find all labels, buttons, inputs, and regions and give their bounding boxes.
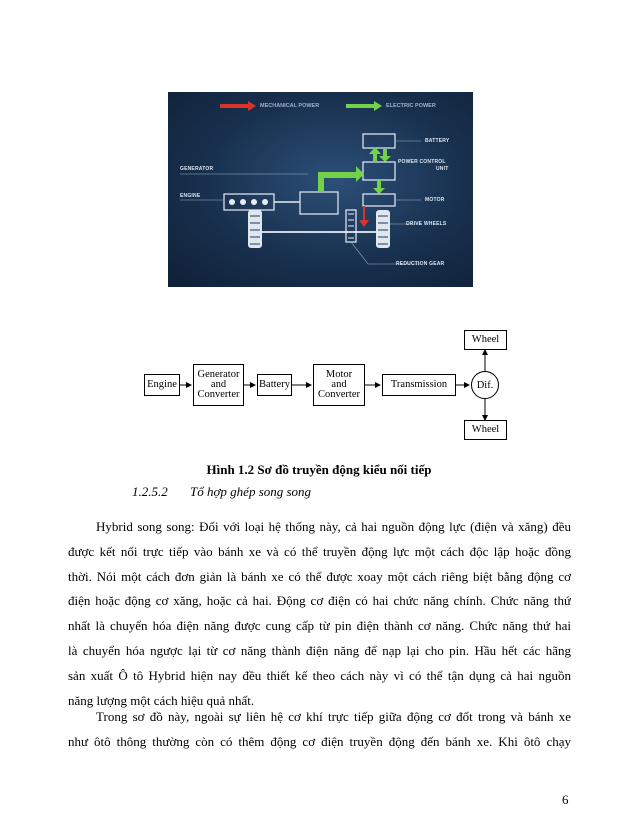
page-number: 6 xyxy=(562,792,569,807)
paragraph-2-line: như ôtô thông thường còn có thêm động cơ… xyxy=(68,733,571,749)
motor-line-2: and xyxy=(331,379,347,390)
label-battery: BATTERY xyxy=(425,138,450,144)
section-title: Tổ hợp ghép song song xyxy=(190,484,312,499)
transmission-box: Transmission xyxy=(382,374,456,396)
series-hybrid-block-diagram: Engine Generator and Converter Battery M… xyxy=(140,325,520,445)
generator-line-1: Generator xyxy=(197,369,240,380)
generator-to-pcu-arrow xyxy=(318,166,364,192)
motor-to-gear-arrow xyxy=(359,206,369,227)
right-wheel xyxy=(376,210,390,248)
electric-power-arrow-icon xyxy=(346,101,382,111)
motor-line-1: Motor xyxy=(325,369,353,380)
battery-block xyxy=(362,133,396,149)
mechanical-power-arrow-icon xyxy=(220,101,256,111)
figure-caption: Hình 1.2 Sơ đồ truyền động kiểu nối tiếp xyxy=(206,462,432,477)
paragraph-2: Trong sơ đồ này, ngoài sự liên hệ cơ khí… xyxy=(68,705,571,755)
generator-converter-box: Generator and Converter xyxy=(193,364,244,406)
generator-block xyxy=(299,191,339,215)
paragraph-2-line: Trong sơ đồ này, ngoài sự liên hệ cơ khí… xyxy=(96,709,571,724)
hybrid-drivetrain-figure: MECHANICAL POWER ELECTRIC POWER BATTERY … xyxy=(168,92,473,287)
block-diagram-connectors xyxy=(180,349,488,421)
legend-mechanical-power: MECHANICAL POWER xyxy=(260,103,320,109)
label-motor: MOTOR xyxy=(425,197,445,203)
drivetrain-illustration xyxy=(180,101,421,265)
paragraph-1-line: được kết nối trực tiếp vào bánh xe và có… xyxy=(68,543,571,559)
paragraph-1-line: nhất là chuyển hóa điện năng được cung c… xyxy=(68,618,571,634)
label-generator: GENERATOR xyxy=(180,166,214,172)
label-drive-wheels: DRIVE WHEELS xyxy=(406,221,447,227)
wheel-bottom-box: Wheel xyxy=(464,420,507,440)
differential-circle: Dif. xyxy=(471,371,499,399)
wheel-top-box: Wheel xyxy=(464,330,507,350)
pcu-block xyxy=(362,161,396,181)
paragraph-1: Hybrid song song: Đối với loại hệ thống … xyxy=(68,515,571,713)
battery-to-pcu-arrow xyxy=(379,149,391,162)
label-power-control: POWER CONTROL xyxy=(398,159,446,165)
pcu-to-battery-arrow xyxy=(369,147,381,162)
motor-block xyxy=(362,193,396,207)
label-engine: ENGINE xyxy=(180,193,201,199)
generator-line-3: Converter xyxy=(197,389,240,400)
label-power-control-unit: UNIT xyxy=(436,166,449,172)
engine-box: Engine xyxy=(144,374,180,396)
paragraph-1-line: Hybrid song song: Đối với loại hệ thống … xyxy=(96,519,571,534)
paragraph-1-line: thời. Nói một cách đơn giản là bánh xe c… xyxy=(68,568,571,584)
section-heading: 1.2.5.2 Tổ hợp ghép song song xyxy=(132,484,311,500)
paragraph-1-line: sản xuất Ô tô Hybrid hiện nay đều thiết … xyxy=(68,667,571,683)
paragraph-1-line: năng lượng một cách hiệu quả nhất. xyxy=(68,692,255,708)
paragraph-1-line: điện hoặc động cơ xăng, hoặc cả hai. Độn… xyxy=(68,593,571,609)
motor-line-3: Converter xyxy=(318,389,360,400)
label-reduction-gear: REDUCTION GEAR xyxy=(396,261,445,267)
left-wheel xyxy=(248,210,262,248)
pcu-to-motor-arrow xyxy=(373,180,385,194)
section-number: 1.2.5.2 xyxy=(132,484,168,499)
generator-line-2: and xyxy=(210,379,227,390)
battery-box: Battery xyxy=(257,374,292,396)
legend-electric-power: ELECTRIC POWER xyxy=(386,103,436,109)
paragraph-1-line: là chuyển hóa ngược lại từ cơ năng thành… xyxy=(68,642,571,658)
motor-converter-box: Motor and Converter xyxy=(313,364,365,406)
